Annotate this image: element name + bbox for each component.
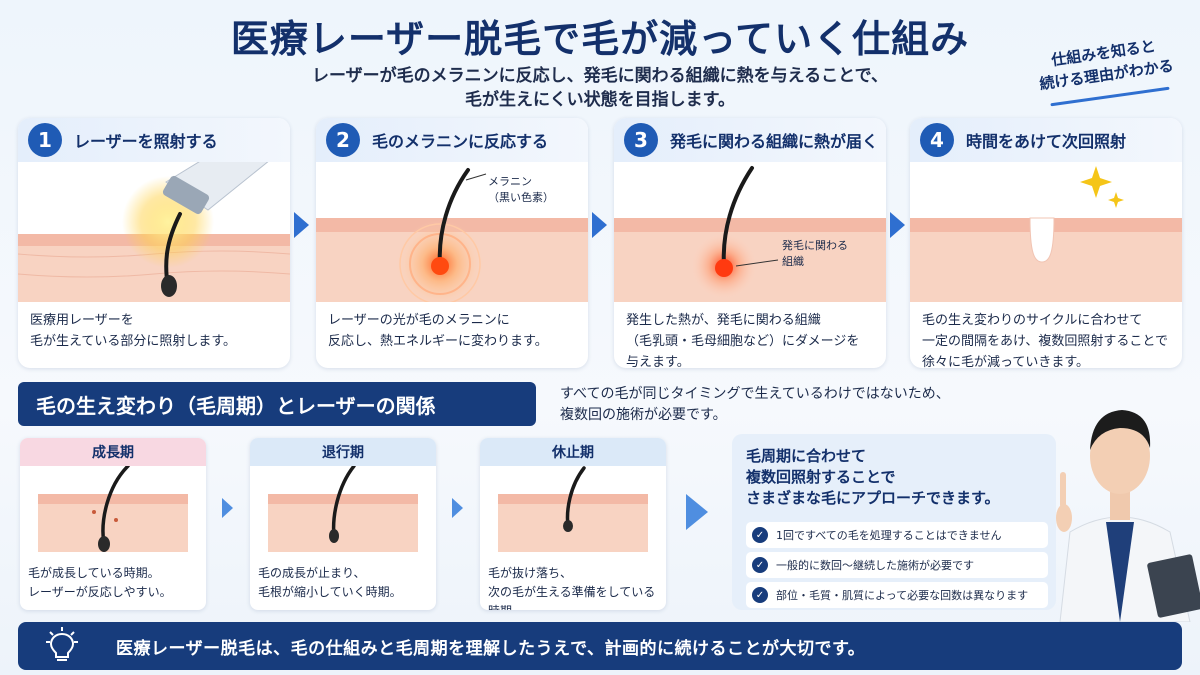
info-title-line: 複数回照射することで [746,468,896,486]
info-list-item: ✓ 1回ですべての毛を処理することはできません [746,522,1048,548]
page-title: 医療レーザー脱毛で毛が減っていく仕組み [230,17,970,61]
description-line: 次の毛が生える準備をしている時期。 [488,585,656,610]
phase-description: 毛が成長している時期。 レーザーが反応しやすい。 [28,564,202,602]
anagen-illustration [38,466,188,552]
description-line: 毛根が縮小していく時期。 [258,585,402,599]
step-number: 4 [920,123,954,157]
arrow-right-icon [592,212,607,238]
arrow-right-icon [890,212,905,238]
subtitle-line-2: 毛が生えにくい状態を目指します。 [465,90,735,110]
info-title: 毛周期に合わせて 複数回照射することで さまざまな毛にアプローチできます。 [746,446,1046,509]
check-icon: ✓ [752,587,768,603]
telogen-illustration [498,466,648,552]
info-list-item: ✓ 一般的に数回〜継続した施術が必要です [746,552,1048,578]
info-item-text: 1回ですべての毛を処理することはできません [776,529,1002,542]
step-title: 発毛に関わる組織に熱が届く [670,132,879,151]
step-header: 2 毛のメラニンに反応する [316,118,588,162]
info-list-item: ✓ 部位・毛質・肌質によって必要な回数は異なります [746,582,1048,608]
sparkle-icon [1080,166,1124,208]
empty-follicle-illustration [910,166,1182,302]
info-item-text: 一般的に数回〜継続した施術が必要です [776,559,974,572]
note-line: すべての毛が同じタイミングで生えているわけではないため、 [560,386,950,402]
laser-irradiation-illustration [18,162,290,302]
phase-description: 毛が抜け落ち、 次の毛が生える準備をしている時期。 [488,564,662,610]
info-panel: 毛周期に合わせて 複数回照射することで さまざまな毛にアプローチできます。 ✓ … [732,434,1056,610]
arrow-right-icon [294,212,309,238]
arrow-right-icon [452,498,463,518]
step-number: 3 [624,123,658,157]
step-title: 毛のメラニンに反応する [372,132,549,151]
hair-cycle-note: すべての毛が同じタイミングで生えているわけではないため、 複数回の施術が必要です… [560,384,1080,426]
check-icon: ✓ [752,527,768,543]
heat-to-follicle-illustration [614,166,886,302]
step-description: レーザーの光が毛のメラニンに 反応し、熱エネルギーに変わります。 [328,310,580,352]
laser-handpiece [162,162,269,215]
step-header: 1 レーザーを照射する [18,118,290,162]
info-item-text: 部位・毛質・肌質によって必要な回数は異なります [776,589,1029,602]
description-line: 一定の間隔をあけ、複数回照射することで [922,334,1168,349]
footer-banner: 医療レーザー脱毛は、毛の仕組みと毛周期を理解したうえで、計画的に続けることが大切… [18,622,1182,670]
subtitle-line-1: レーザーが毛のメラニンに反応し、発毛に関わる組織に熱を与えることで、 [312,66,888,86]
info-title-line: さまざまな毛にアプローチできます。 [746,489,1000,507]
phase-card-anagen: 成長期 毛が成長している時期。 レーザーが反応しやすい。 [20,438,206,610]
melanin-label: メラニン （黒い色素） [488,174,554,206]
follicle-label: 発毛に関わる 組織 [782,238,848,270]
step-card-3: 3 発毛に関わる組織に熱が届く 発毛に関わる 組織 発生した熱が、発毛に関わる組… [614,118,886,368]
doctor-illustration [1056,410,1200,622]
step-description: 毛の生え変わりのサイクルに合わせて 一定の間隔をあけ、複数回照射することで 徐々… [922,310,1174,368]
arrow-right-icon [222,498,233,518]
step-description: 発生した熱が、発毛に関わる組織 （毛乳頭・毛母細胞など）にダメージを 与えます。 [626,310,878,368]
description-line: 毛の成長が止まり、 [258,566,366,580]
melanin-reaction-illustration [316,168,588,302]
description-line: 毛の生え変わりのサイクルに合わせて [922,313,1143,328]
step-card-2: 2 毛のメラニンに反応する メラニン （黒い色素） レーザーの光が毛のメラニンに… [316,118,588,368]
description-line: 与えます。 [626,355,690,368]
description-line: 毛が成長している時期。 [28,566,160,580]
catagen-illustration [268,466,418,552]
label-line: 発毛に関わる [782,239,848,252]
label-line: メラニン [488,175,532,188]
description-line: 発生した熱が、発毛に関わる組織 [626,313,821,328]
phase-card-telogen: 休止期 毛が抜け落ち、 次の毛が生える準備をしている時期。 [480,438,666,610]
description-line: 毛が生えている部分に照射します。 [30,334,237,349]
description-line: 毛が抜け落ち、 [488,566,573,580]
description-line: レーザーの光が毛のメラニンに [328,313,510,328]
label-line: 組織 [782,255,804,268]
step-description: 医療用レーザーを 毛が生えている部分に照射します。 [30,310,282,352]
label-line: （黒い色素） [488,191,554,204]
footer-message: 医療レーザー脱毛は、毛の仕組みと毛周期を理解したうえで、計画的に続けることが大切… [116,638,866,659]
description-line: レーザーが反応しやすい。 [28,585,172,599]
step-header: 3 発毛に関わる組織に熱が届く [614,118,886,162]
phase-card-catagen: 退行期 毛の成長が止まり、 毛根が縮小していく時期。 [250,438,436,610]
step-title: 時間をあけて次回照射 [966,132,1127,151]
hair-cycle-heading: 毛の生え変わり（毛周期）とレーザーの関係 [18,382,536,426]
step-header: 4 時間をあけて次回照射 [910,118,1182,162]
phase-name: 成長期 [20,438,206,466]
phase-description: 毛の成長が止まり、 毛根が縮小していく時期。 [258,564,432,602]
page-subtitle: レーザーが毛のメラニンに反応し、発毛に関わる組織に熱を与えることで、 毛が生えに… [200,64,1000,112]
description-line: （毛乳頭・毛母細胞など）にダメージを [626,334,860,349]
step-number: 1 [28,123,62,157]
check-icon: ✓ [752,557,768,573]
step-card-1: 1 レーザーを照射する 医療用レーザーを 毛が生えている部分に照射します。 [18,118,290,368]
description-line: 医療用レーザーを [30,313,134,328]
arrow-right-icon [686,494,708,530]
description-line: 反応し、熱エネルギーに変わります。 [328,334,548,349]
step-card-4: 4 時間をあけて次回照射 毛の生え変わりのサイクルに合わせて 一定の間隔をあけ、… [910,118,1182,368]
step-number: 2 [326,123,360,157]
note-line: 複数回の施術が必要です。 [560,407,727,423]
step-title: レーザーを照射する [74,132,218,151]
lightbulb-icon [46,627,78,661]
info-title-line: 毛周期に合わせて [746,447,867,465]
phase-name: 退行期 [250,438,436,466]
description-line: 徐々に毛が減っていきます。 [922,355,1090,368]
phase-name: 休止期 [480,438,666,466]
